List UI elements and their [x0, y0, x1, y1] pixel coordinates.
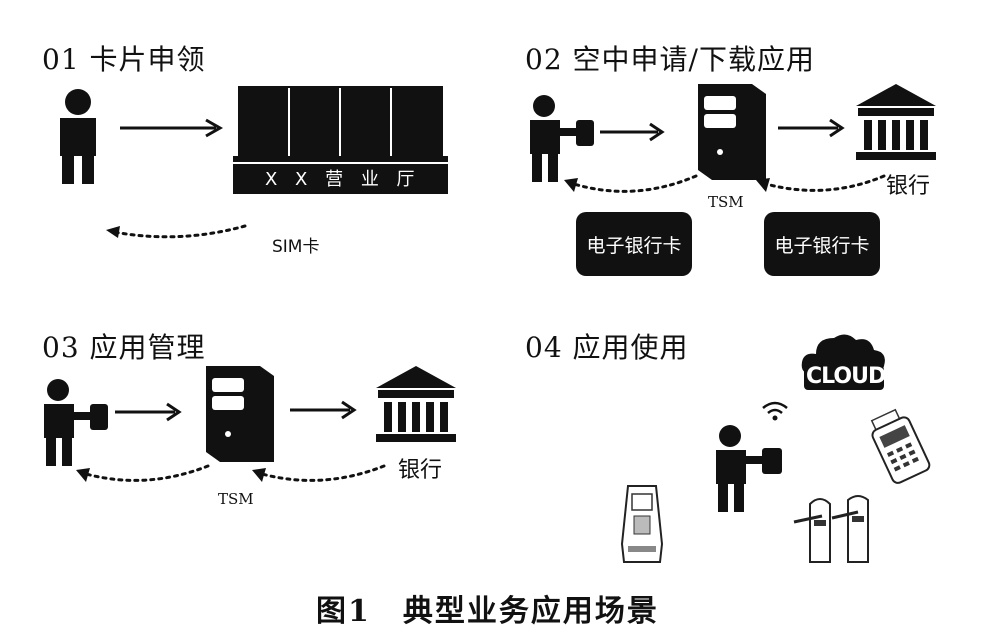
- person-icon: [60, 89, 96, 184]
- arrow-icon: [120, 118, 224, 138]
- kiosk-icon: [620, 485, 664, 563]
- section-04-title: 04 应用使用: [525, 331, 689, 364]
- cloud-icon: [801, 334, 885, 390]
- return-dotted-arrow: [76, 464, 210, 482]
- sim-card-label: SIM卡: [272, 237, 320, 257]
- person-with-phone-icon: [44, 379, 108, 466]
- bank-icon: [856, 84, 936, 160]
- arrow-icon: [778, 118, 845, 138]
- person-with-phone-icon: [716, 425, 782, 512]
- server-icon: [206, 366, 274, 462]
- e-bank-card-left: 电子银行卡: [576, 212, 692, 276]
- tsm-label-02: TSM: [708, 193, 744, 211]
- arrow-icon: [290, 400, 357, 420]
- cloud-label: CLOUD: [806, 364, 886, 389]
- bank-label-03: 银行: [398, 458, 443, 483]
- return-dotted-arrow: [756, 174, 886, 192]
- pos-terminal-icon: [870, 408, 931, 484]
- arrow-icon: [115, 402, 182, 422]
- return-dotted-arrow: [564, 174, 698, 193]
- tsm-label-03: TSM: [218, 490, 254, 508]
- server-icon: [698, 84, 766, 180]
- business-hall-icon: [233, 86, 448, 194]
- business-hall-sign: X X 营 业 厅: [265, 169, 421, 190]
- bank-label-02: 银行: [886, 174, 931, 199]
- bank-icon: [376, 366, 456, 442]
- return-dotted-arrow: [106, 224, 247, 239]
- person-with-phone-icon: [530, 95, 594, 182]
- section-03-title: 03 应用管理: [42, 331, 206, 364]
- wifi-icon: [762, 401, 788, 421]
- return-dotted-arrow: [252, 464, 386, 482]
- turnstile-icon: [793, 495, 869, 563]
- e-bank-card-right: 电子银行卡: [764, 212, 880, 276]
- section-01-title: 01 卡片申领: [42, 43, 206, 76]
- figure-caption: 图1 典型业务应用场景: [316, 594, 659, 629]
- section-02-title: 02 空中申请/下载应用: [525, 43, 815, 76]
- arrow-icon: [600, 122, 665, 142]
